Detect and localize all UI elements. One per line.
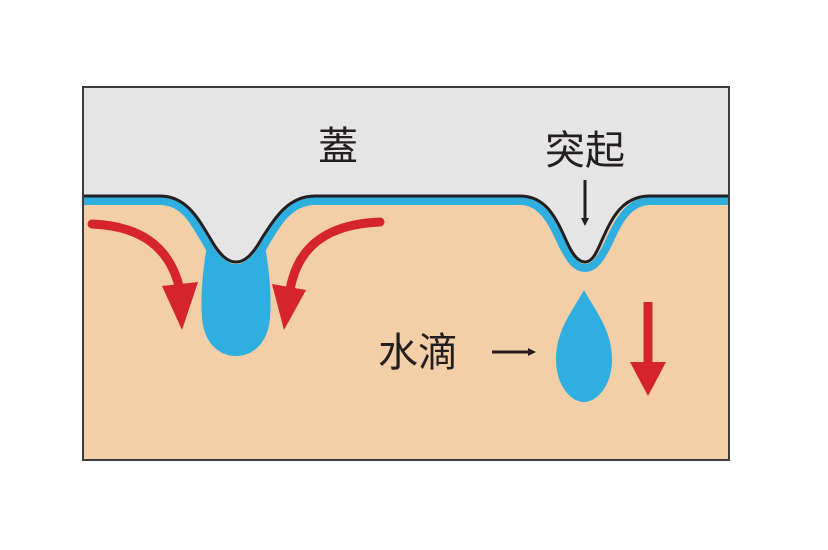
fall-arrow-head [630, 362, 666, 396]
lid-label: 蓋 [318, 124, 358, 170]
lid-shape [83, 87, 729, 262]
droplet-label: 水滴 [378, 330, 458, 376]
lid-outline [83, 194, 729, 264]
water-droplet [556, 290, 612, 402]
flow-arrow-left [87, 219, 185, 295]
collected-water [201, 240, 271, 356]
flow-arrow-right [285, 217, 385, 295]
flow-arrow-right-head [272, 284, 306, 330]
protrusion-label: 突起 [545, 128, 625, 174]
diagram-frame [82, 86, 730, 461]
flow-arrow-left-head [162, 282, 198, 330]
